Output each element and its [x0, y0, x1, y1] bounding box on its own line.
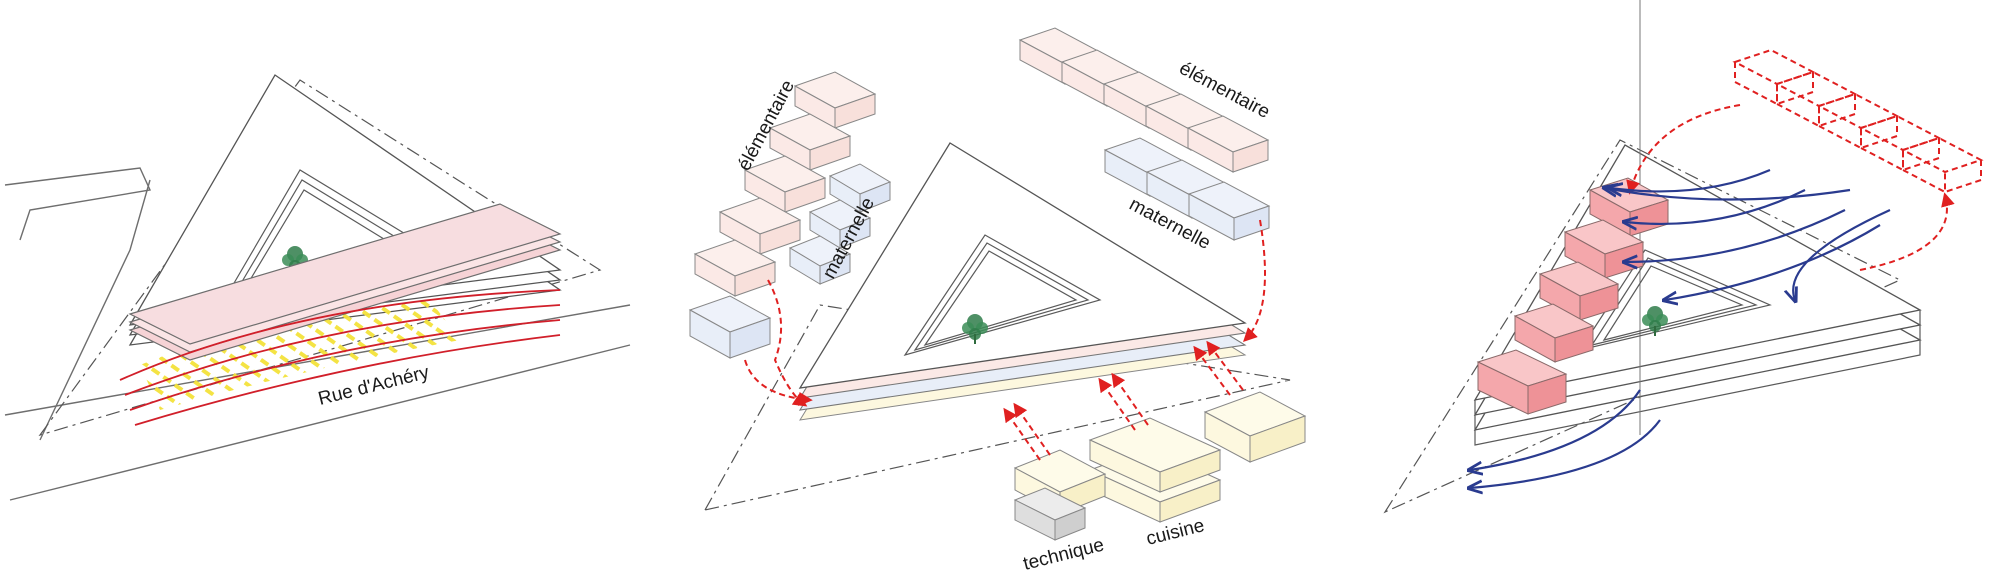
relocation-arrows	[1626, 104, 1955, 271]
triangle-floors	[798, 142, 1247, 421]
label-technique: technique	[1021, 535, 1106, 575]
elementaire-blocks-left	[693, 71, 877, 297]
sun-exposure-hatch	[140, 300, 460, 410]
cuisine-blocks	[1013, 391, 1307, 523]
elevated-pink-band	[128, 203, 562, 361]
maternelle-blocks-left	[688, 163, 892, 359]
wind-arrows	[1470, 168, 1891, 488]
parcel-outline-2	[703, 304, 1291, 511]
label-cuisine: cuisine	[1144, 515, 1206, 550]
elementaire-blocks-right	[1018, 27, 1270, 173]
street-label: Rue d'Achéry	[316, 362, 432, 410]
technique-block	[1013, 487, 1087, 541]
diagram-ventilation	[1383, 0, 1984, 514]
diagram-site-sun: Rue d'Achéry	[4, 74, 631, 501]
maternelle-blocks-right	[1103, 137, 1271, 241]
program-arrows	[744, 219, 1266, 461]
diagram-program: élémentaire maternelle élémentaire mater…	[688, 27, 1307, 575]
dashed-original-position	[1732, 48, 1984, 194]
sun-path-curves	[119, 289, 561, 426]
